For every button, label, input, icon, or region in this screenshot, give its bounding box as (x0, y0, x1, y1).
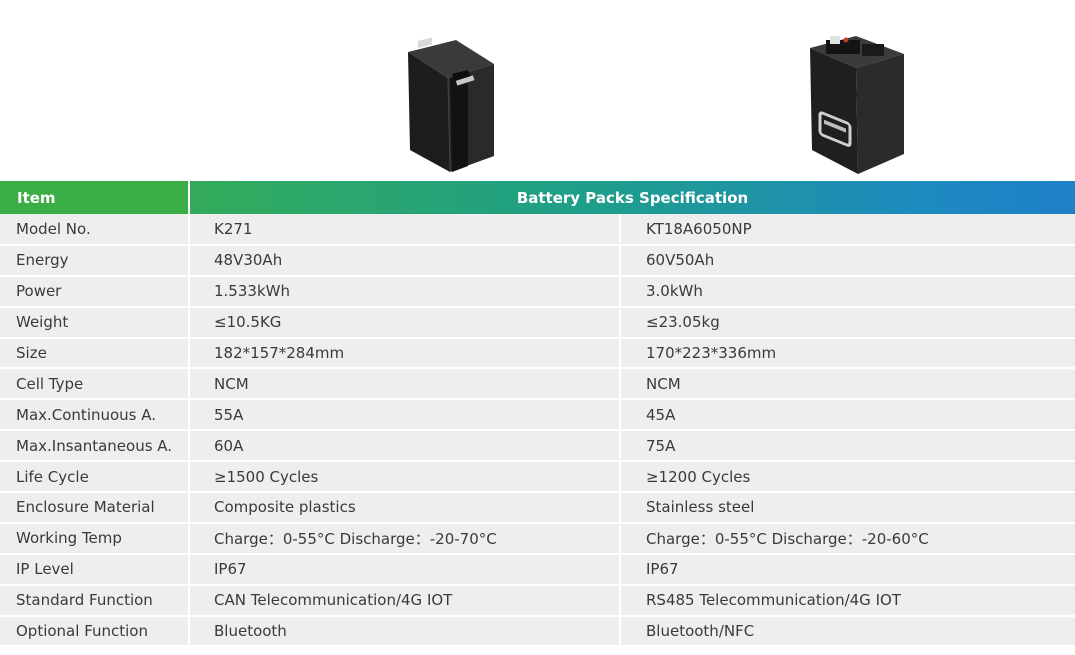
row-value-k271: Composite plastics (189, 492, 621, 524)
row-label: Weight (0, 306, 190, 339)
table-row: Power 1.533kWh 3.0kWh (0, 275, 1075, 308)
row-value-kt18a6050np: Charge：0-55°C Discharge：-20-60°C (620, 522, 1075, 555)
table-row: Model No. K271 KT18A6050NP (0, 214, 1075, 246)
row-label: Cell Type (0, 368, 190, 401)
row-label: Size (0, 337, 190, 370)
row-value-k271: Bluetooth (189, 615, 621, 648)
row-value-k271: ≤10.5KG (189, 306, 621, 339)
row-label: Working Temp (0, 522, 190, 555)
row-value-kt18a6050np: Stainless steel (620, 492, 1075, 524)
row-label: Optional Function (0, 615, 190, 648)
item-column-header: Item (0, 181, 190, 214)
row-label: Life Cycle (0, 461, 190, 494)
table-row: IP Level IP67 IP67 (0, 553, 1075, 586)
table-row: Life Cycle ≥1500 Cycles ≥1200 Cycles (0, 461, 1075, 494)
row-value-kt18a6050np: 170*223*336mm (620, 337, 1075, 370)
row-value-k271: IP67 (189, 553, 621, 586)
table-row: Max.Continuous A. 55A 45A (0, 399, 1075, 432)
row-value-kt18a6050np: 60V50Ah (620, 244, 1075, 277)
row-label: Enclosure Material (0, 492, 190, 524)
row-value-k271: 182*157*284mm (189, 337, 621, 370)
spec-table-title: Battery Packs Specification (516, 188, 749, 207)
row-value-k271: 60A (189, 430, 621, 463)
row-value-kt18a6050np: NCM (620, 368, 1075, 401)
table-row: Enclosure Material Composite plastics St… (0, 492, 1075, 524)
row-value-kt18a6050np: RS485 Telecommunication/4G IOT (620, 584, 1075, 617)
row-value-kt18a6050np: 3.0kWh (620, 275, 1075, 308)
table-row: Weight ≤10.5KG ≤23.05kg (0, 306, 1075, 339)
row-value-kt18a6050np: IP67 (620, 553, 1075, 586)
table-row: Max.Insantaneous A. 60A 75A (0, 430, 1075, 463)
row-value-k271: 1.533kWh (189, 275, 621, 308)
row-value-k271: ≥1500 Cycles (189, 461, 621, 494)
spec-table-header: Item Battery Packs Specification (0, 181, 1075, 214)
row-label: Model No. (0, 214, 190, 246)
row-value-k271: CAN Telecommunication/4G IOT (189, 584, 621, 617)
battery-pack-k271-image (408, 37, 494, 173)
row-value-kt18a6050np: ≤23.05kg (620, 306, 1075, 339)
table-row: Cell Type NCM NCM (0, 368, 1075, 401)
row-label: Energy (0, 244, 190, 277)
row-value-kt18a6050np: 75A (620, 430, 1075, 463)
row-label: IP Level (0, 553, 190, 586)
row-value-k271: K271 (189, 214, 621, 246)
table-row: Working Temp Charge：0-55°C Discharge：-20… (0, 522, 1075, 555)
row-value-k271: 55A (189, 399, 621, 432)
row-label: Max.Continuous A. (0, 399, 190, 432)
row-label: Standard Function (0, 584, 190, 617)
row-value-k271: 48V30Ah (189, 244, 621, 277)
battery-pack-kt18a6050np-image (810, 36, 904, 174)
battery-spec-table: Item Battery Packs Specification Model N… (0, 181, 1075, 648)
row-value-kt18a6050np: Bluetooth/NFC (620, 615, 1075, 648)
table-row: Standard Function CAN Telecommunication/… (0, 584, 1075, 617)
table-row: Energy 48V30Ah 60V50Ah (0, 244, 1075, 277)
row-value-kt18a6050np: 45A (620, 399, 1075, 432)
table-row: Optional Function Bluetooth Bluetooth/NF… (0, 615, 1075, 648)
row-value-k271: Charge：0-55°C Discharge：-20-70°C (189, 522, 621, 555)
row-value-kt18a6050np: KT18A6050NP (620, 214, 1075, 246)
row-value-k271: NCM (189, 368, 621, 401)
product-images (0, 0, 1075, 181)
row-label: Max.Insantaneous A. (0, 430, 190, 463)
row-value-kt18a6050np: ≥1200 Cycles (620, 461, 1075, 494)
row-label: Power (0, 275, 190, 308)
table-row: Size 182*157*284mm 170*223*336mm (0, 337, 1075, 370)
